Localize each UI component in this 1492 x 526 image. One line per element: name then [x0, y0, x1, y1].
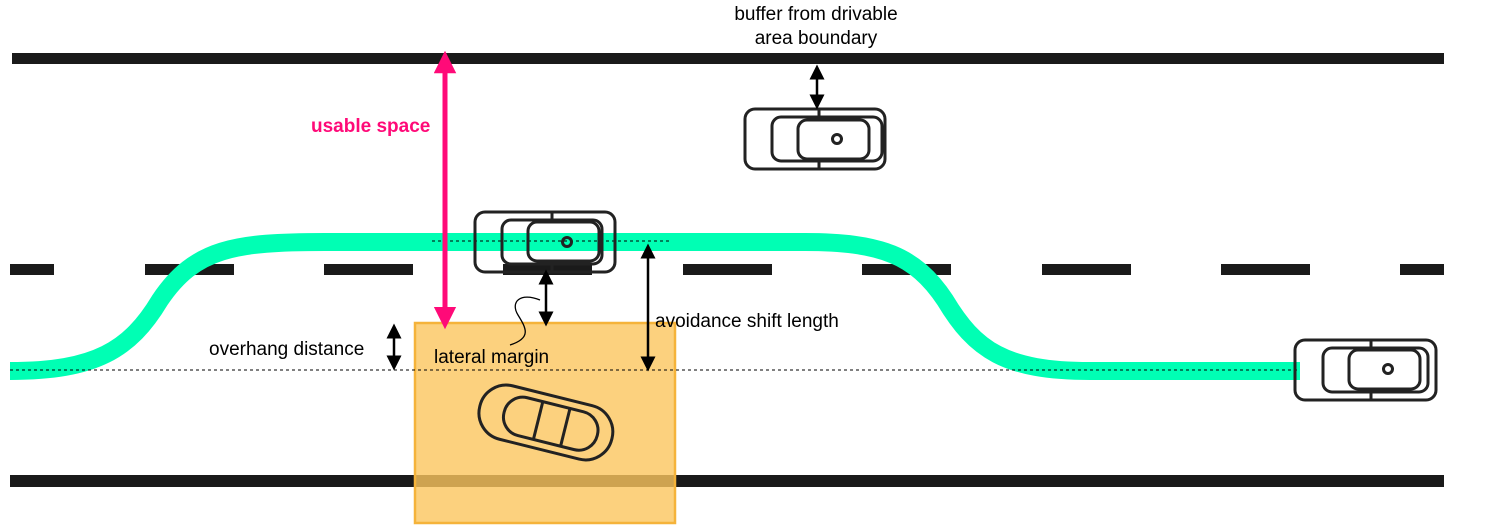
obstacle-region — [413, 321, 677, 525]
bottom-road-boundary — [10, 475, 1444, 487]
avoidance-shift-length-label: avoidance shift length — [655, 311, 839, 332]
lateral-margin-leader — [509, 296, 541, 346]
avoidance-path — [9, 233, 1300, 380]
lateral-margin-label: lateral margin — [434, 347, 549, 368]
buffer-label-line2: area boundary — [755, 28, 878, 49]
overhang-distance-label: overhang distance — [209, 339, 364, 360]
car-top-view-icon — [1293, 338, 1438, 402]
top-road-boundary — [12, 53, 1444, 64]
car-top-view-icon — [743, 107, 887, 171]
center-lane-dashed-line — [10, 264, 1444, 275]
parked-car-icon — [477, 383, 615, 462]
buffer-label-line1: buffer from drivable — [734, 4, 897, 25]
usable-space-label: usable space — [311, 116, 430, 137]
